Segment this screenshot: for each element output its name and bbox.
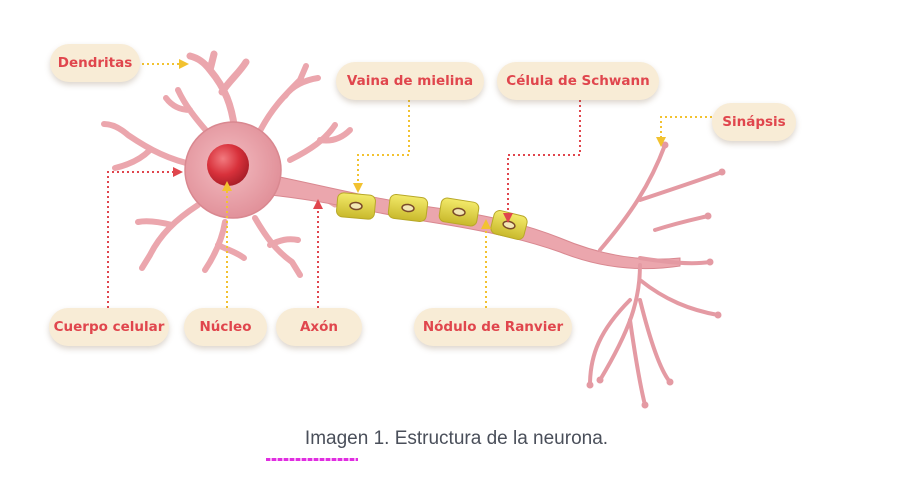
leader-vaina [353,100,410,193]
nucleus [207,144,249,186]
axon-terminals [588,143,724,407]
leader-lines [107,59,712,308]
leader-schwann [503,100,581,223]
myelin-segment [387,193,429,223]
label-celula-de-schwann: Célula de Schwann [497,62,659,100]
myelin-segment [336,192,376,220]
spellcheck-underline [266,458,358,461]
label-axon: Axón [276,308,362,346]
label-cuerpo-celular: Cuerpo celular [49,308,169,346]
label-sinapsis: Sinápsis [712,103,796,141]
leader-sinapsis [656,116,712,147]
leader-cuerpo [107,167,183,308]
label-vaina-de-mielina: Vaina de mielina [336,62,484,100]
figure-caption: Imagen 1. Estructura de la neurona. [304,428,609,449]
label-dendritas: Dendritas [50,44,140,82]
label-nucleo: Núcleo [184,308,267,346]
label-nodulo-de-ranvier: Nódulo de Ranvier [414,308,572,346]
dendrites [101,50,353,278]
myelin-segment [438,197,480,227]
